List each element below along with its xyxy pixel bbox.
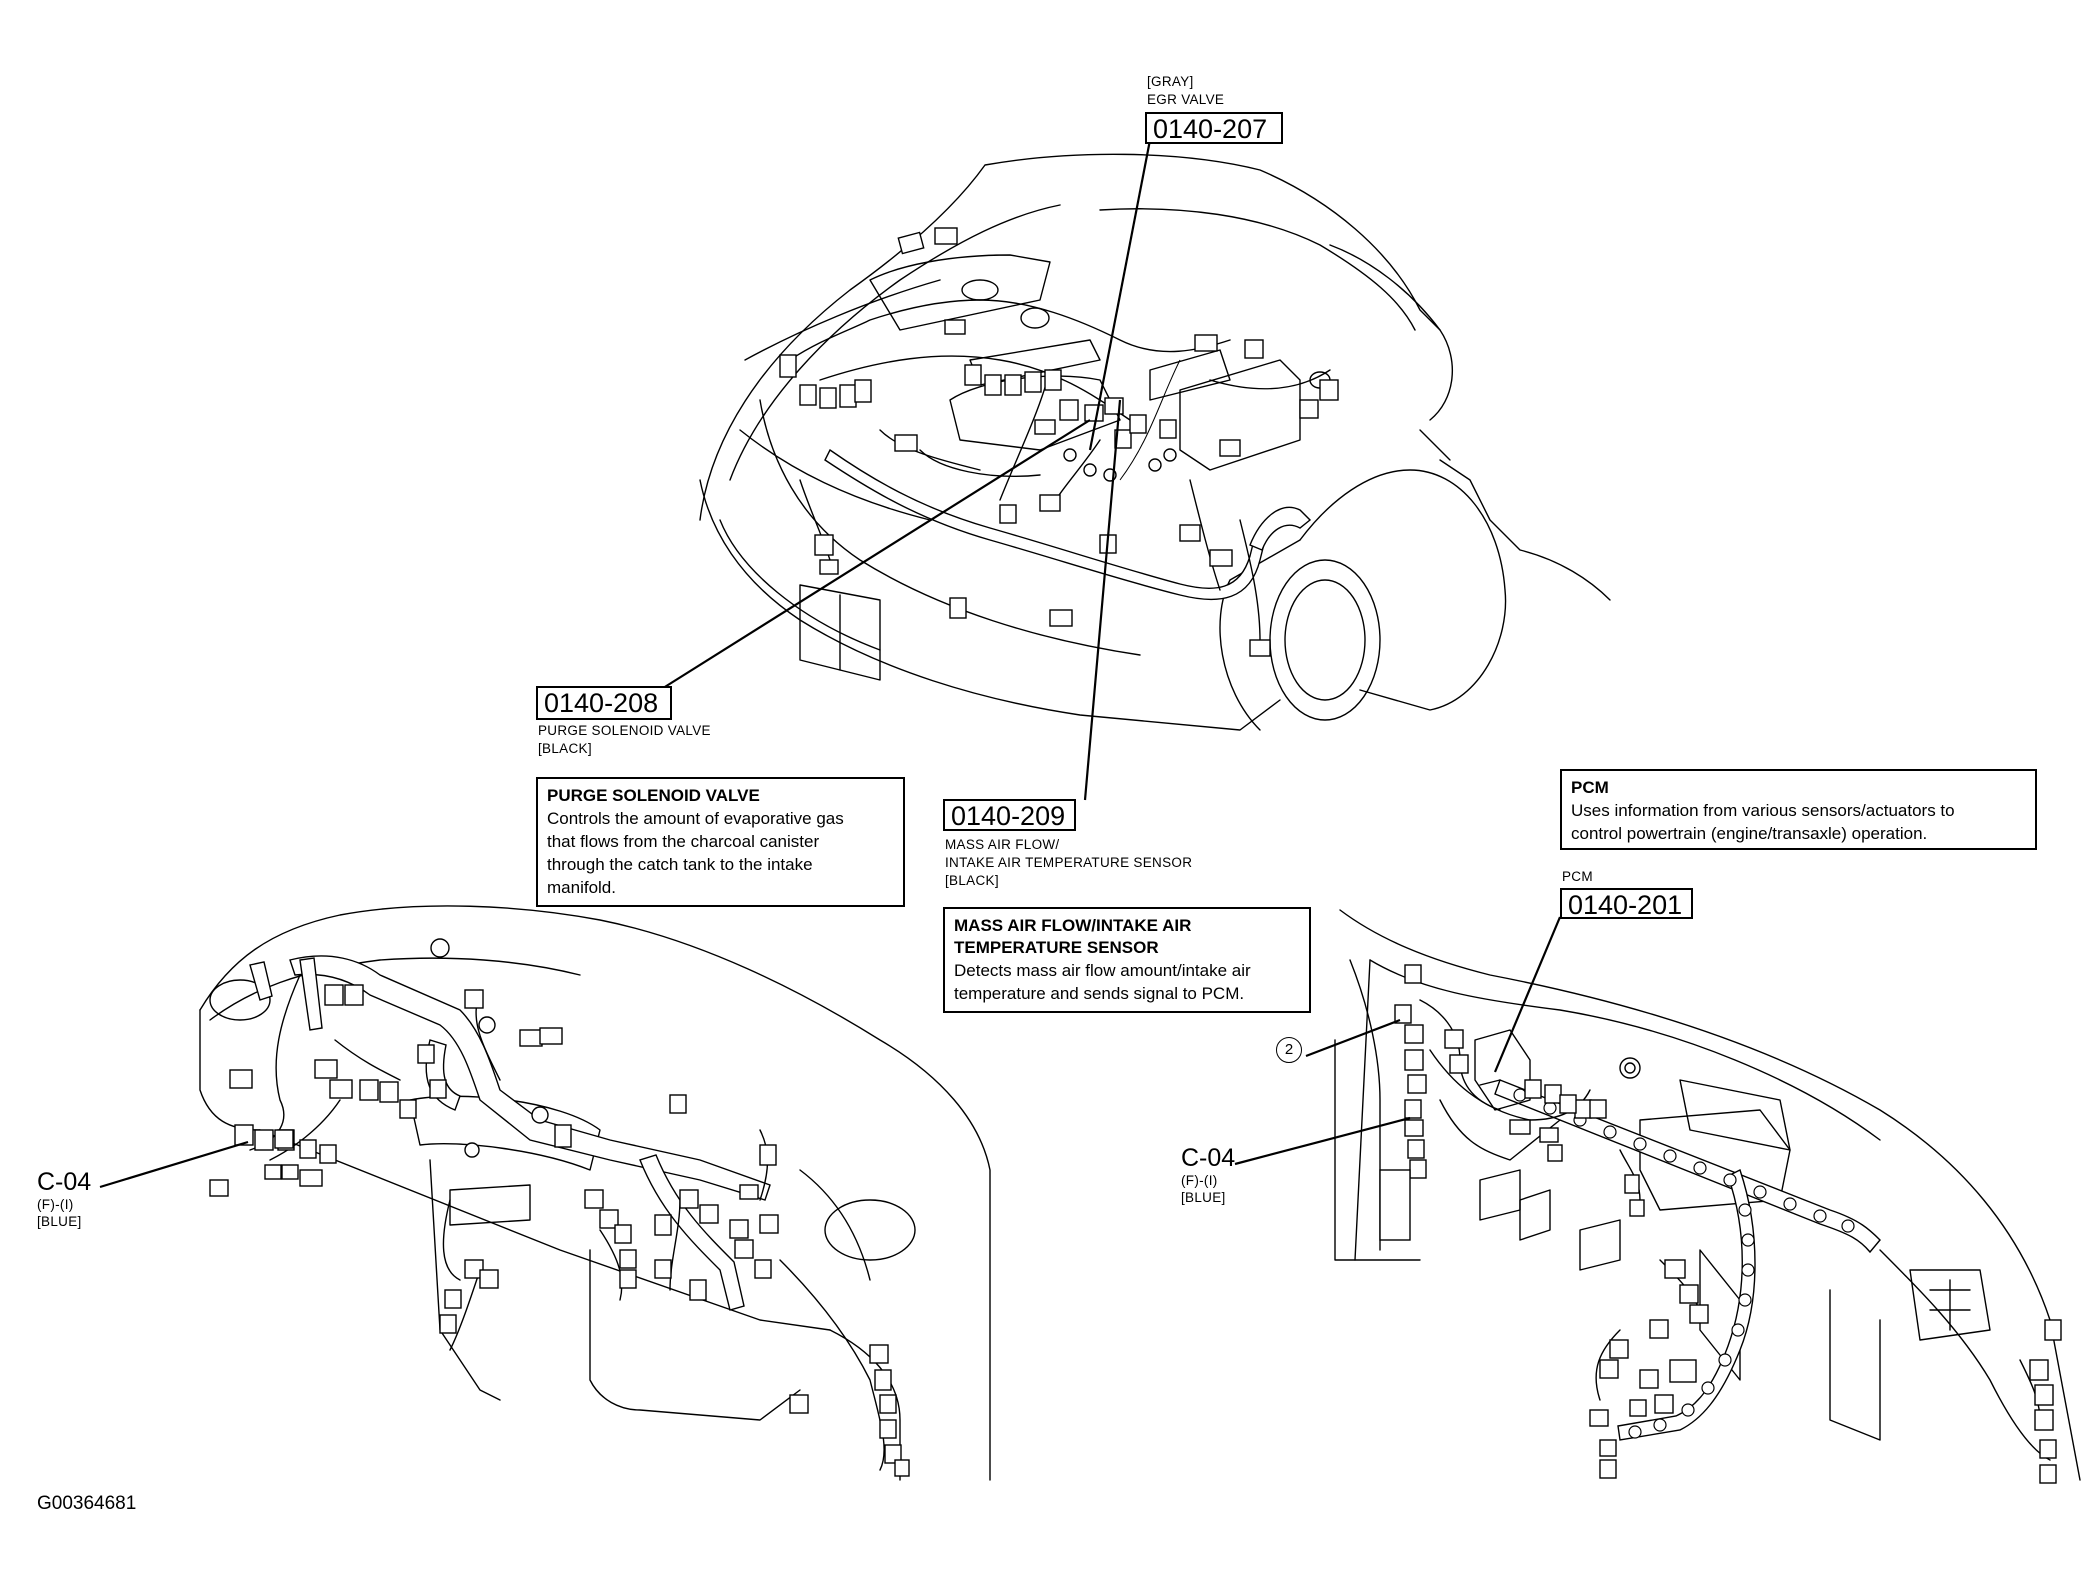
c04-right-code: C-04 (1181, 1144, 1236, 1172)
egr-color-label: [GRAY] (1147, 74, 1194, 89)
maf-info-box: MASS AIR FLOW/INTAKE AIR TEMPERATURE SEN… (943, 907, 1311, 1013)
c04-left-sub: (F)-(I) (37, 1197, 74, 1212)
maf-info-title: MASS AIR FLOW/INTAKE AIR TEMPERATURE SEN… (954, 916, 1192, 957)
c04-right-color: [BLUE] (1181, 1190, 1226, 1205)
pcm-info-box: PCM Uses information from various sensor… (1560, 769, 2037, 850)
c04-left-color: [BLUE] (37, 1214, 82, 1229)
pcm-info-body: Uses information from various sensors/ac… (1571, 801, 1955, 843)
c04-left-code: C-04 (37, 1168, 92, 1196)
egr-name-label: EGR VALVE (1147, 92, 1225, 107)
pcm-label: PCM (1562, 869, 1593, 884)
maf-name-line2: INTAKE AIR TEMPERATURE SENSOR (945, 855, 1193, 870)
maf-name-line1: MASS AIR FLOW/ (945, 837, 1060, 852)
purge-color-label: [BLACK] (538, 741, 592, 756)
maf-info-body: Detects mass air flow amount/intake air … (954, 961, 1251, 1003)
purge-name-label: PURGE SOLENOID VALVE (538, 723, 711, 738)
dashboard-right-drawing (1334, 909, 2081, 1484)
purge-info-title: PURGE SOLENOID VALVE (547, 786, 760, 805)
pcm-code-box: 0140-201 (1560, 888, 1693, 920)
c04-right-sub: (F)-(I) (1181, 1173, 1218, 1188)
dashboard-left-drawing (199, 905, 991, 1481)
purge-info-body: Controls the amount of evaporative gas t… (547, 809, 844, 897)
leader-lines (99, 139, 1562, 1189)
purge-info-box: PURGE SOLENOID VALVE Controls the amount… (536, 777, 905, 907)
engine-compartment-drawing (699, 153, 1611, 731)
figure-id: G00364681 (37, 1493, 137, 1514)
purge-code-box: 0140-208 (536, 686, 672, 720)
callout-marker-2: 2 (1276, 1037, 1302, 1063)
maf-code-box: 0140-209 (943, 799, 1076, 831)
maf-color-label: [BLACK] (945, 873, 999, 888)
pcm-info-title: PCM (1571, 778, 1609, 797)
egr-code-box: 0140-207 (1145, 112, 1283, 144)
